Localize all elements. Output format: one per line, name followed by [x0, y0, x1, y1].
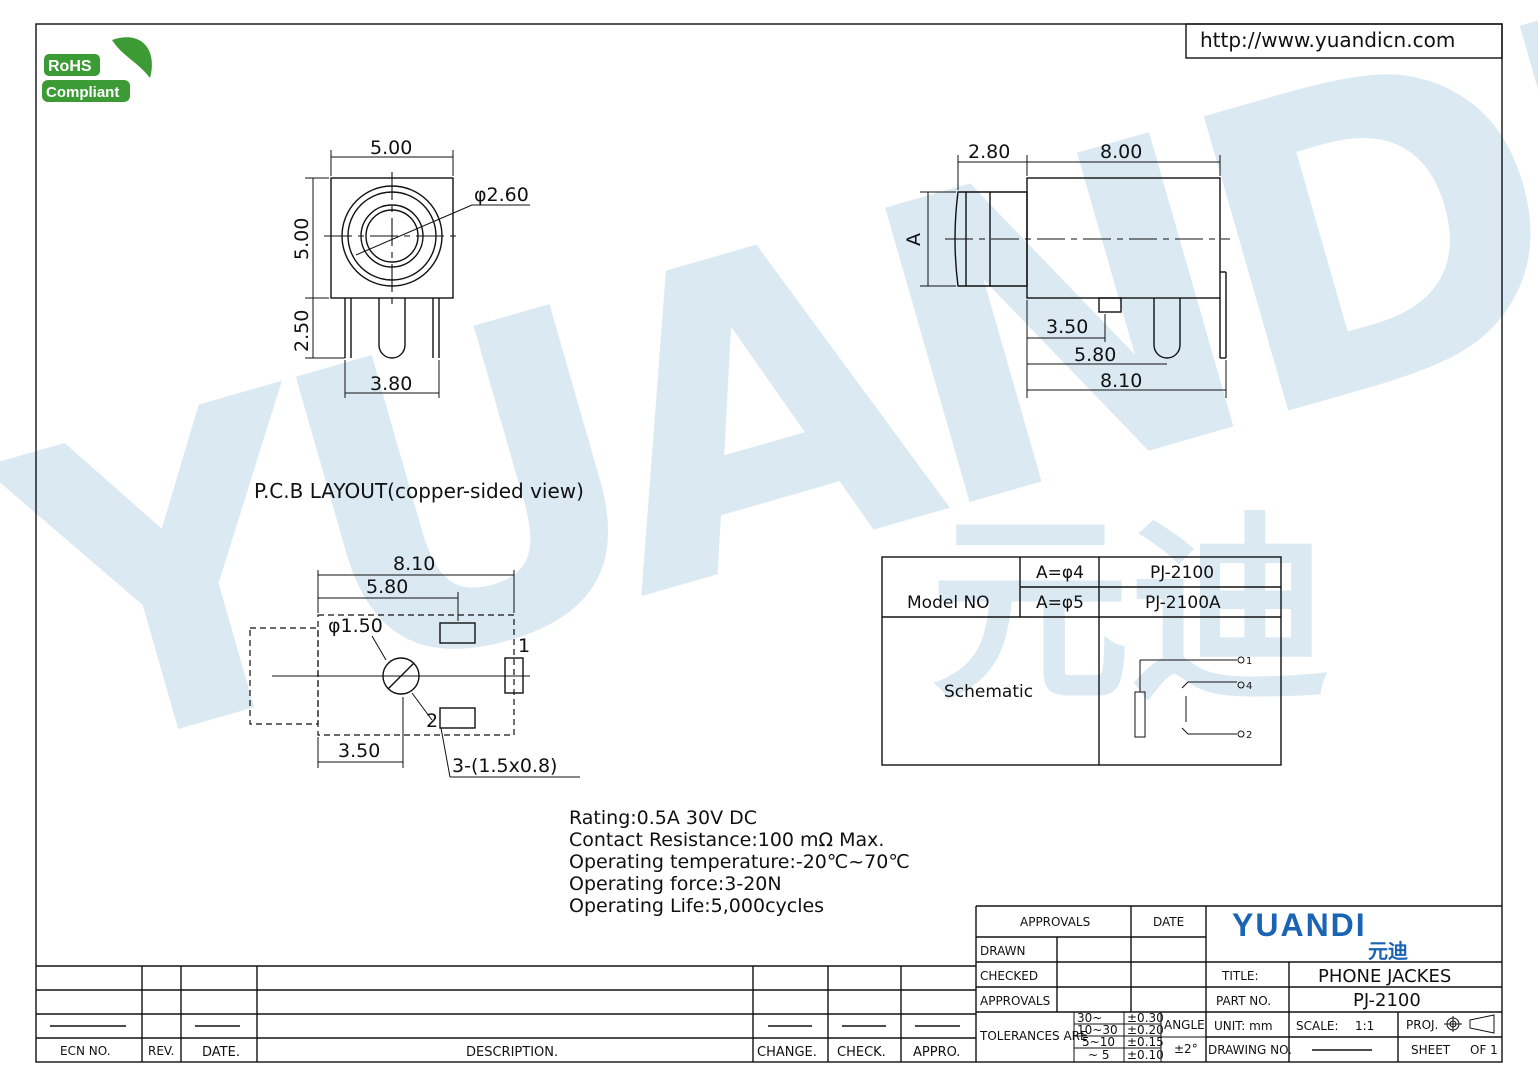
rohs-label: RoHS [48, 58, 92, 75]
title-label: TITLE: [1221, 969, 1259, 983]
scale-value: 1:1 [1355, 1019, 1374, 1033]
drawing-frame [35, 23, 1503, 1063]
schematic-label: Schematic [944, 682, 1033, 702]
spec-line: Contact Resistance:100 mΩ Max. [569, 829, 884, 851]
tol-range: ~ 5 [1088, 1048, 1110, 1062]
rev-header-date: DATE. [202, 1045, 240, 1060]
barrel [954, 191, 1028, 287]
side-d1-dim: 3.50 [1046, 316, 1088, 338]
pin2-label: 2 [426, 710, 438, 732]
title-value: PHONE JACKES [1318, 966, 1451, 987]
model-table: Model NO A=φ4 PJ-2100 A=φ5 PJ-2100A Sche… [881, 556, 1282, 766]
barrel-dim: 2.80 [968, 141, 1010, 163]
pad-pin1 [504, 657, 524, 694]
revision-table: ECN NO. REV. DATE. DESCRIPTION. CHANGE. … [36, 965, 976, 1062]
tol-value: ±0.30 [1127, 1011, 1164, 1025]
tolerances-label: TOLERANCES ARE [979, 1029, 1088, 1043]
tol-value: ±0.10 [1127, 1048, 1164, 1062]
scale-label: SCALE: [1296, 1019, 1339, 1033]
specs: Rating:0.5A 30V DC Contact Resistance:10… [569, 807, 910, 917]
projection-symbol-icon [1444, 1014, 1495, 1034]
title-block: APPROVALS DATE DRAWN CHECKED APPROVALS T… [975, 905, 1502, 1062]
proj-label: PROJ. [1406, 1018, 1438, 1032]
pin-height-dim: 2.50 [291, 310, 313, 352]
body-dim: 8.00 [1100, 141, 1142, 163]
terminal-2: 2 [1246, 730, 1252, 741]
angle-label: ANGLE [1164, 1018, 1205, 1032]
rev-header-ecn: ECN NO. [60, 1044, 111, 1058]
watermark-latin: YUANDI [0, 0, 1538, 858]
rev-header-change: CHANGE. [757, 1045, 817, 1060]
tol-range: 10~30 [1077, 1023, 1118, 1037]
side-d3-dim: 8.10 [1100, 370, 1142, 392]
side-d2-dim: 5.80 [1074, 344, 1116, 366]
pcb-overall-dim: 8.10 [393, 553, 435, 575]
pcb-title: P.C.B LAYOUT(copper-sided view) [254, 479, 584, 503]
company-logo: YUANDI [1232, 907, 1367, 943]
pcb-hole-offset-dim: 3.50 [338, 740, 380, 762]
date-header: DATE [1153, 915, 1184, 929]
diameter-dim: φ2.60 [474, 184, 529, 206]
part-value: PJ-2100 [1353, 990, 1421, 1011]
tol-range: 30~ [1077, 1011, 1102, 1025]
rohs-badge: RoHS Compliant [42, 37, 152, 102]
spec-line: Operating force:3-20N [569, 873, 782, 895]
sheet-label: SHEET [1411, 1043, 1451, 1057]
checked-label: CHECKED [980, 969, 1038, 983]
schematic-diagram: 1 4 2 [1134, 656, 1252, 741]
rev-header-check: CHECK. [837, 1045, 886, 1060]
front-width-dim: 5.00 [370, 137, 412, 159]
model-label: Model NO [907, 593, 990, 613]
model-part-2: PJ-2100A [1145, 593, 1221, 613]
terminal-4: 4 [1246, 681, 1252, 692]
front-height-dim: 5.00 [291, 218, 313, 260]
url-box [1185, 23, 1503, 59]
leaf-icon [112, 37, 152, 78]
pad-top [439, 622, 476, 644]
approvals-header: APPROVALS [1020, 915, 1090, 929]
sheet-of: OF 1 [1470, 1043, 1498, 1057]
rev-header-description: DESCRIPTION. [466, 1045, 558, 1060]
drawing-no-label: DRAWING NO. [1208, 1043, 1292, 1057]
pad-size-dim: 3-(1.5x0.8) [452, 755, 557, 777]
pin-span-dim: 3.80 [370, 373, 412, 395]
company-logo-cn: 元迪 [1368, 939, 1408, 963]
pcb-pad-offset-dim: 5.80 [366, 576, 408, 598]
terminal-1: 1 [1246, 656, 1252, 667]
rev-header-appro: APPRO. [913, 1045, 960, 1060]
approvals-label: APPROVALS [980, 994, 1050, 1008]
side-view: 2.80 8.00 A 3.50 5.80 8.10 [903, 141, 1230, 398]
a-dim: A [903, 233, 925, 246]
drawn-label: DRAWN [980, 944, 1026, 958]
url-text[interactable]: http://www.yuandicn.com [1200, 28, 1455, 52]
part-label: PART NO. [1216, 994, 1271, 1008]
pcb-layout: P.C.B LAYOUT(copper-sided view) 1 2 8.10… [249, 479, 584, 778]
spec-line: Operating Life:5,000cycles [569, 895, 824, 917]
tol-value: ±0.15 [1127, 1035, 1164, 1049]
model-part-1: PJ-2100 [1150, 563, 1214, 583]
rev-header-rev: REV. [148, 1044, 174, 1058]
unit-label: UNIT: mm [1214, 1019, 1273, 1033]
spec-line: Operating temperature:-20℃~70℃ [569, 851, 910, 873]
pin1-label: 1 [518, 635, 530, 657]
watermark-chinese: 元迪 [930, 495, 1330, 728]
tol-range: 5~10 [1082, 1035, 1115, 1049]
compliant-label: Compliant [46, 84, 119, 101]
model-a-2: A=φ5 [1036, 593, 1084, 613]
pcb-hole-dim: φ1.50 [328, 615, 383, 637]
angle-value: ±2° [1174, 1042, 1198, 1056]
spec-line: Rating:0.5A 30V DC [569, 807, 757, 829]
model-a-1: A=φ4 [1036, 563, 1084, 583]
front-view: 5.00 5.00 2.50 3.80 φ2.60 [291, 137, 530, 398]
pad-bottom [439, 707, 476, 729]
watermark: YUANDI 元迪 [0, 0, 1538, 858]
tol-value: ±0.20 [1127, 1023, 1164, 1037]
